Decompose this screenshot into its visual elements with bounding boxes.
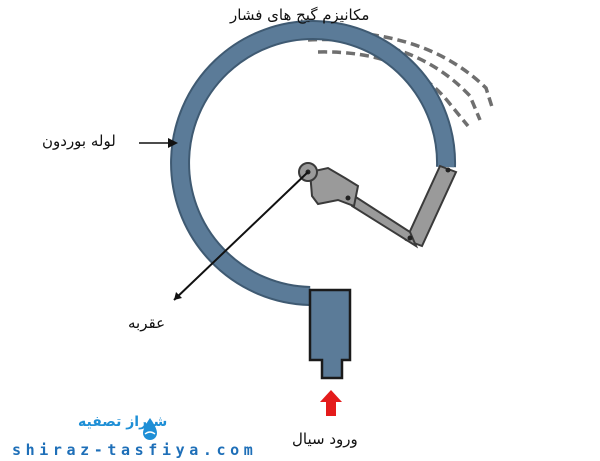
inlet-socket <box>308 288 352 380</box>
bourdon-tube <box>170 20 457 306</box>
brand-name-fa: شیراز تصفیه <box>78 414 168 430</box>
fluid-inlet-label: ورود سیال <box>292 430 358 448</box>
mechanism-label: مکانیزم گیج های فشار <box>230 6 370 24</box>
pointer-needle <box>173 171 309 301</box>
brand-logo-icon <box>143 418 157 440</box>
deflected-tube-outlines <box>299 30 494 128</box>
fluid-inlet-arrow <box>320 390 342 416</box>
linkage <box>298 162 458 249</box>
brand-website: shiraz-tasfiya.com <box>12 441 258 459</box>
tube-annotation-arrow <box>139 138 178 148</box>
pointer-label: عقربه <box>128 314 166 332</box>
bourdon-tube-label: لوله بوردون <box>42 132 116 150</box>
